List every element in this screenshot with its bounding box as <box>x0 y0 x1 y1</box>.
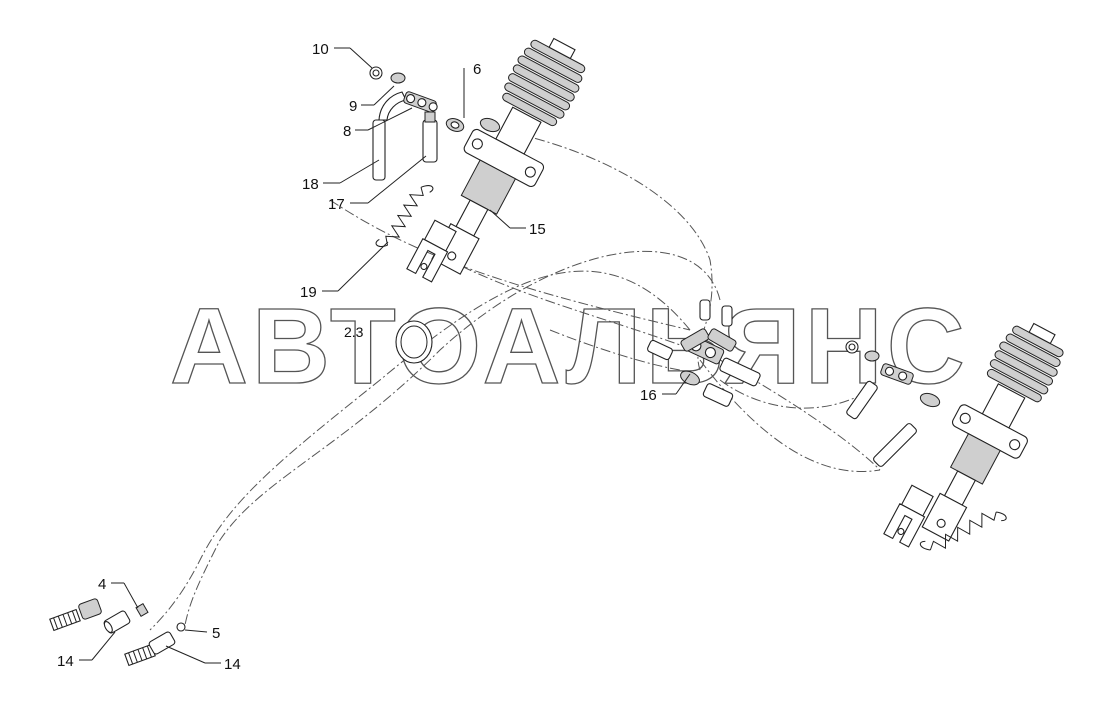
callout-5: 5 <box>212 625 220 642</box>
callout-17: 17 <box>328 196 345 213</box>
callout-14-right: 14 <box>224 656 241 673</box>
callout-19: 19 <box>300 284 317 301</box>
callout-6: 6 <box>473 61 481 78</box>
lower-left-fittings <box>49 598 186 667</box>
brake-valve-lower <box>845 322 1064 542</box>
hose-clamp <box>395 320 433 364</box>
fork-upper <box>406 219 457 283</box>
callout-8: 8 <box>343 123 351 140</box>
brake-valve-upper <box>431 37 586 275</box>
callout-14-left: 14 <box>57 653 74 670</box>
callout-9: 9 <box>349 98 357 115</box>
spring-lower <box>919 511 1007 551</box>
callout-15: 15 <box>529 221 546 238</box>
upper-fittings <box>369 66 501 181</box>
callout-10: 10 <box>312 41 329 58</box>
section-ref: 2.3 <box>344 324 364 340</box>
leader-lines <box>79 47 691 664</box>
callout-4: 4 <box>98 576 106 593</box>
watermark-text: АВТОАЛЬЯНС <box>170 285 969 406</box>
callout-18: 18 <box>302 176 319 193</box>
central-fittings <box>647 299 761 407</box>
callouts: 10 9 8 6 18 17 15 19 2.3 16 4 5 14 14 <box>57 41 657 673</box>
fork-lower <box>883 484 934 548</box>
spring-upper <box>375 185 434 247</box>
callout-16: 16 <box>640 387 657 404</box>
